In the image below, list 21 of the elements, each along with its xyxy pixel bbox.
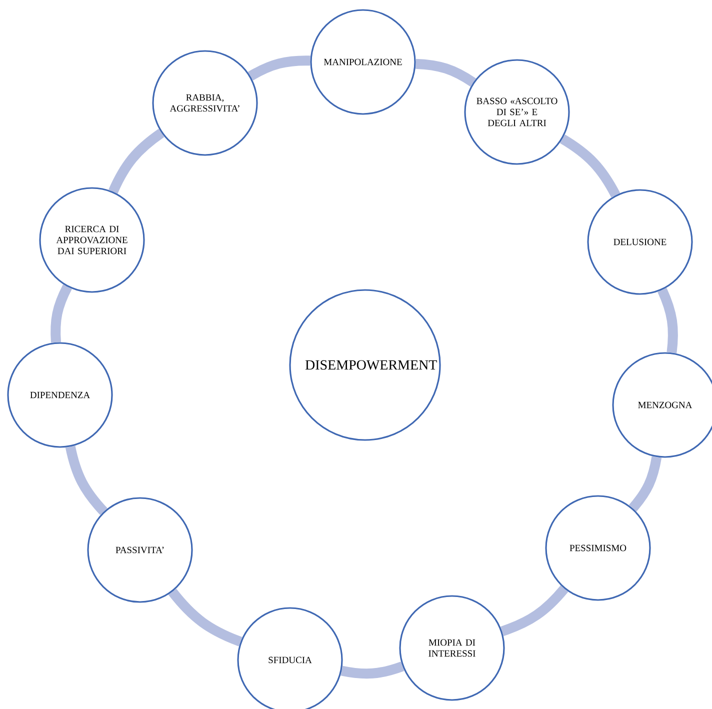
ring-arc	[50, 284, 72, 343]
circle-node: DIPENDENZA	[7, 342, 113, 448]
ring-arc	[65, 446, 108, 515]
ring-arc	[340, 662, 404, 679]
circle-node: MANIPOLAZIONE	[310, 9, 416, 115]
circle-node: DELUSIONE	[587, 189, 693, 295]
circle-node: PASSIVITA’	[87, 497, 193, 603]
ring-arc	[168, 588, 242, 646]
ring-arc	[416, 58, 476, 87]
ring-arc	[628, 456, 662, 512]
circle-node: PESSIMISMO	[545, 495, 651, 601]
circle-node: BASSO «ASCOLTO DI SE’» E DEGLI ALTRI	[464, 59, 570, 165]
ring-arc	[560, 134, 620, 198]
ring-arc	[248, 56, 310, 80]
circle-node: DISEMPOWERMENT	[289, 289, 441, 441]
ring-arc	[108, 128, 164, 194]
circle-node: RABBIA, AGGRESSIVITA’	[152, 50, 258, 156]
circle-node: RICERCA DI APPROVAZIONE DAI SUPERIORI	[39, 187, 145, 293]
ring-arc	[500, 585, 568, 636]
ring-arc	[658, 288, 678, 354]
circle-node: MIOPIA DI INTERESSI	[399, 595, 505, 701]
